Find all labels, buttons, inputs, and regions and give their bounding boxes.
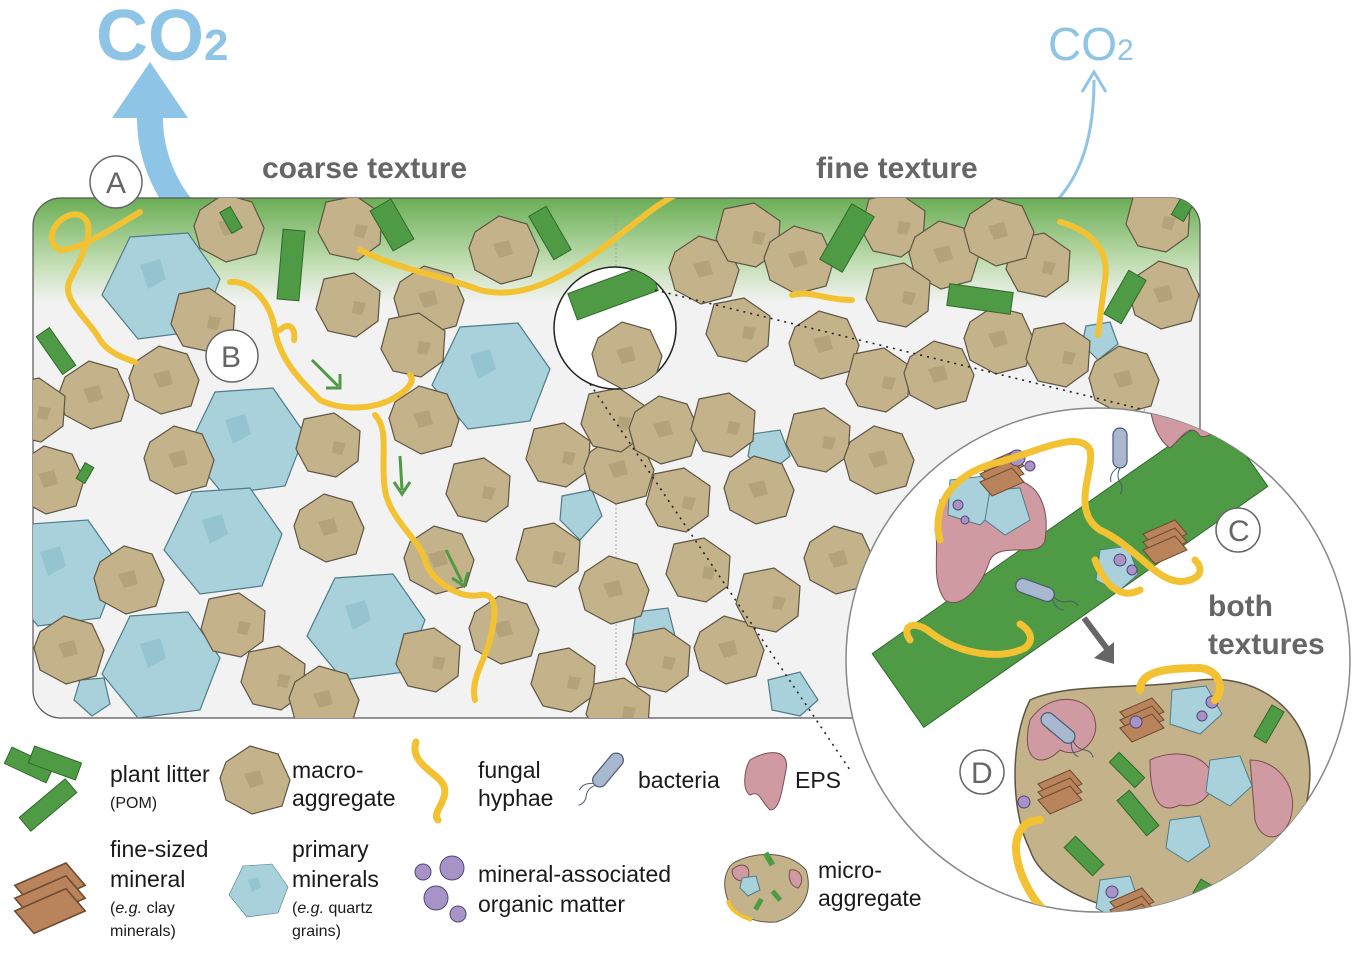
svg-text:(e.g. quartz: (e.g. quartz bbox=[292, 900, 373, 917]
svg-text:bacteria: bacteria bbox=[638, 767, 720, 793]
svg-text:plant litter: plant litter bbox=[110, 761, 210, 787]
co2-release-small: CO2 bbox=[1031, 18, 1134, 224]
legend-maom: mineral-associated organic matter bbox=[414, 855, 671, 923]
marker-d: D bbox=[959, 749, 1005, 795]
magnifier-small bbox=[553, 266, 1146, 771]
svg-text:mineral: mineral bbox=[110, 866, 185, 892]
zoom-circle: C D both textures bbox=[845, 407, 1351, 913]
svg-text:mineral-associated: mineral-associated bbox=[478, 861, 671, 887]
svg-text:(e.g. clay: (e.g. clay bbox=[110, 900, 175, 917]
marker-c: C bbox=[1215, 507, 1261, 553]
micro-aggregate-detail bbox=[1012, 663, 1311, 912]
co2-small-label: CO2 bbox=[1048, 18, 1134, 70]
legend-macro-aggregate: macro- aggregate bbox=[219, 745, 396, 815]
soil-particles bbox=[33, 198, 1200, 718]
svg-text:macro-: macro- bbox=[292, 757, 364, 783]
legend-micro-aggregate: micro- aggregate bbox=[724, 851, 922, 923]
marker-b: B bbox=[205, 329, 259, 383]
svg-text:minerals: minerals bbox=[292, 866, 379, 892]
svg-text:aggregate: aggregate bbox=[818, 885, 922, 911]
legend-eps: EPS bbox=[744, 752, 841, 811]
legend-fine-mineral: fine-sized mineral (e.g. clay minerals) bbox=[13, 836, 208, 940]
legend-primary-minerals: primary minerals (e.g. quartz grains) bbox=[228, 836, 379, 940]
coarse-texture-label: coarse texture bbox=[262, 152, 467, 185]
fungal-hyphae-network bbox=[48, 198, 1109, 703]
svg-text:fungal: fungal bbox=[478, 757, 541, 783]
svg-text:hyphae: hyphae bbox=[478, 785, 553, 811]
svg-text:D: D bbox=[971, 757, 993, 790]
marker-a: A bbox=[89, 155, 143, 209]
svg-text:minerals): minerals) bbox=[110, 923, 176, 940]
svg-text:organic matter: organic matter bbox=[478, 891, 625, 917]
svg-text:aggregate: aggregate bbox=[292, 785, 396, 811]
legend-bacteria: bacteria bbox=[570, 748, 720, 811]
both-textures-label-2: textures bbox=[1208, 628, 1325, 661]
svg-text:A: A bbox=[106, 167, 126, 200]
legend: plant litter (POM) macro- aggregate fung… bbox=[3, 738, 922, 940]
legend-plant-litter: plant litter (POM) bbox=[3, 745, 210, 832]
svg-text:fine-sized: fine-sized bbox=[110, 836, 208, 862]
svg-text:primary: primary bbox=[292, 836, 369, 862]
fine-texture-label: fine texture bbox=[816, 152, 978, 185]
leaching-arrows bbox=[310, 358, 470, 589]
svg-text:(POM): (POM) bbox=[110, 795, 157, 812]
svg-text:EPS: EPS bbox=[795, 767, 841, 793]
legend-fungal-hyphae: fungal hyphae bbox=[411, 738, 553, 824]
svg-text:C: C bbox=[1228, 515, 1250, 548]
svg-text:B: B bbox=[221, 341, 241, 374]
co2-large-label: CO2 bbox=[96, 0, 228, 76]
svg-text:micro-: micro- bbox=[818, 857, 882, 883]
svg-text:grains): grains) bbox=[292, 923, 341, 940]
both-textures-label-1: both bbox=[1208, 590, 1273, 623]
